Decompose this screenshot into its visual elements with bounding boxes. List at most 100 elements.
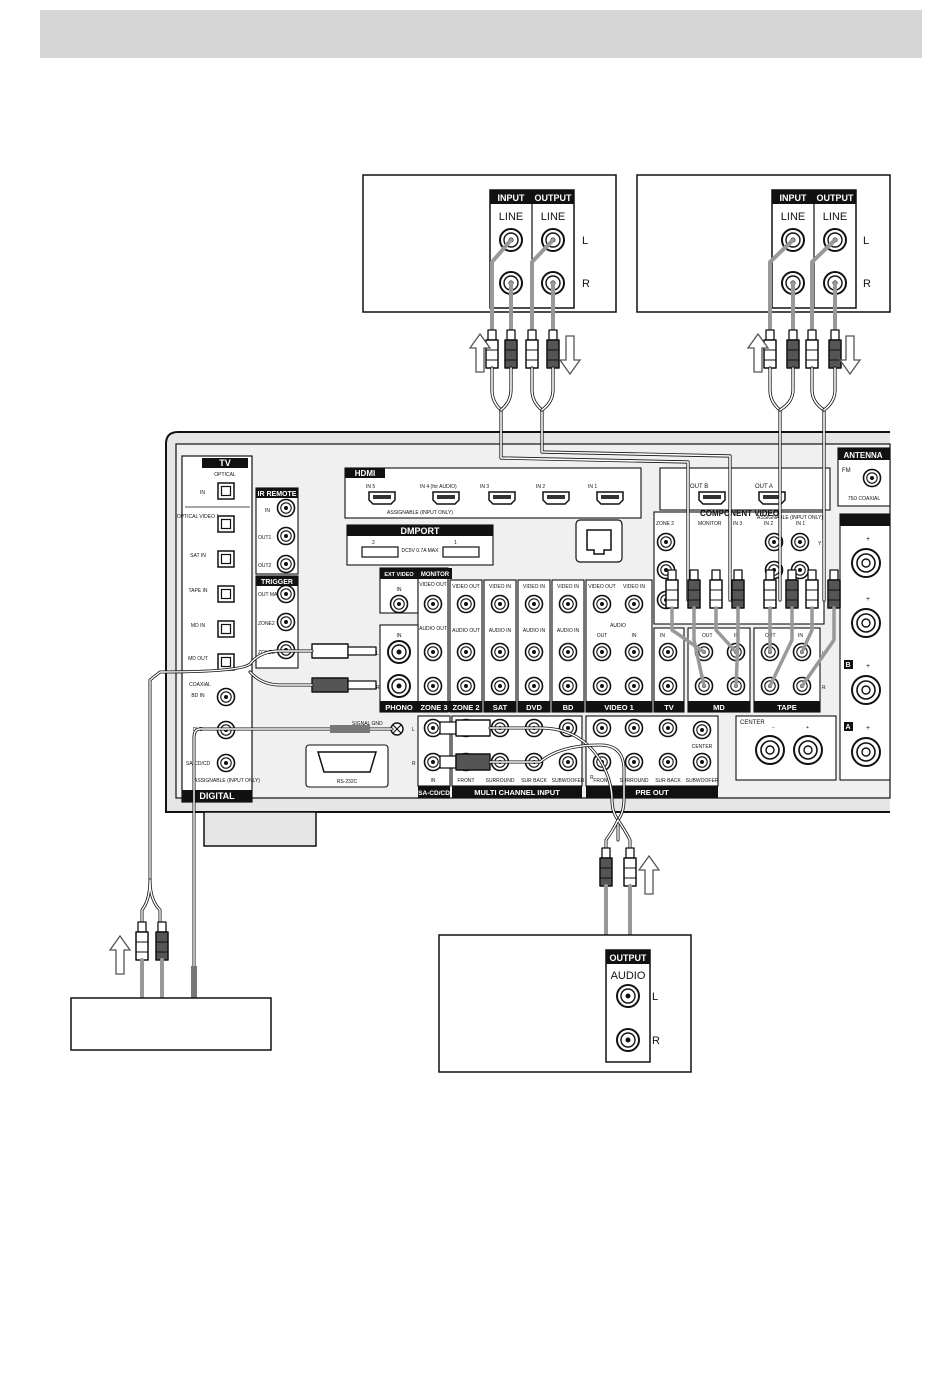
input-header: INPUT <box>498 193 526 203</box>
device-tape-deck-1: INPUT OUTPUT LINE LINE L R <box>362 174 617 313</box>
monitor-audio-out-r-jack[interactable] <box>423 676 443 696</box>
comp-jack[interactable] <box>790 532 810 552</box>
sacd-audio-label: AUDIO <box>611 970 646 982</box>
hdmi-in3-port[interactable] <box>488 491 516 505</box>
trigger-main-jack[interactable] <box>276 584 296 604</box>
tv-audio-r-jack[interactable] <box>658 676 678 696</box>
ir-out2-jack[interactable] <box>276 554 296 574</box>
zone2-audio-l-jack[interactable] <box>456 642 476 662</box>
output-header: OUTPUT <box>817 193 855 203</box>
hdmi-out-b-port[interactable] <box>698 491 726 505</box>
tape-in-audio-label: IN <box>798 633 803 639</box>
sat-video-in-jack[interactable] <box>490 594 510 614</box>
speaker-a-label: A <box>845 724 850 731</box>
preout-surback-l-jack[interactable] <box>658 718 678 738</box>
mc-surback-label: SUR BACK <box>521 778 547 784</box>
phono-in-l-jack[interactable] <box>387 640 411 664</box>
center-minus-terminal[interactable] <box>755 735 785 765</box>
zone3-r-jack[interactable] <box>423 752 443 772</box>
video1-video-in-label: VIDEO IN <box>623 584 645 590</box>
center-plus-label: + <box>806 725 809 731</box>
zone2-video-out-jack[interactable] <box>456 594 476 614</box>
sat-label: SAT <box>493 703 508 712</box>
sacd-output-l-jack[interactable] <box>616 984 640 1008</box>
tv-optical-port[interactable] <box>217 482 235 500</box>
video1-label: VIDEO 1 <box>604 703 634 712</box>
video1-video-out-jack[interactable] <box>592 594 612 614</box>
digital-label: DIGITAL <box>199 791 235 801</box>
video1-audio-out-r-jack[interactable] <box>592 676 612 696</box>
speaker-b-terminal[interactable] <box>851 675 881 705</box>
sacd-coaxial-port[interactable] <box>216 753 236 773</box>
dvd-audio-r-jack[interactable] <box>524 676 544 696</box>
hdmi-in2-label: IN 2 <box>536 484 545 490</box>
video1-optical-port[interactable] <box>217 515 235 533</box>
sat-video-in-label: VIDEO IN <box>489 584 511 590</box>
video1-audio-out-l-jack[interactable] <box>592 642 612 662</box>
hdmi-in5-port[interactable] <box>368 491 396 505</box>
preout-surround-r-jack[interactable] <box>624 752 644 772</box>
bd-audio-r-jack[interactable] <box>558 676 578 696</box>
video1-audio-in-l-jack[interactable] <box>624 642 644 662</box>
tape-optical-port[interactable] <box>217 585 235 603</box>
arrow-down-icon <box>558 335 582 376</box>
sat-optical-port[interactable] <box>217 550 235 568</box>
speaker-terminal[interactable] <box>851 608 881 638</box>
sacd-cd-label: SA-CD/CD <box>186 761 211 767</box>
zone2-audio-r-jack[interactable] <box>456 676 476 696</box>
ir-in-jack[interactable] <box>276 498 296 518</box>
dvd-audio-in-label: AUDIO IN <box>523 628 546 634</box>
pre-out-label: PRE OUT <box>635 788 669 797</box>
fm-antenna-jack[interactable] <box>862 468 882 488</box>
rs232c-port[interactable] <box>316 751 378 773</box>
sacd-r-label: R <box>652 1035 660 1047</box>
video1-video-in-jack[interactable] <box>624 594 644 614</box>
monitor-audio-out-l-jack[interactable] <box>423 642 443 662</box>
dvd-video-in-jack[interactable] <box>524 594 544 614</box>
monitor-video-out-jack[interactable] <box>423 594 443 614</box>
center-minus-label: − <box>772 725 775 731</box>
ext-video-in-jack[interactable] <box>389 594 409 614</box>
signal-gnd-label: SIGNAL GND <box>352 721 383 727</box>
center-plus-terminal[interactable] <box>793 735 823 765</box>
preout-surround-l-jack[interactable] <box>624 718 644 738</box>
hdmi-in4-port[interactable] <box>432 491 460 505</box>
lan-port[interactable] <box>575 519 623 563</box>
sacd-output-header: OUTPUT <box>610 953 648 963</box>
plug-white <box>485 329 499 369</box>
sat-audio-r-jack[interactable] <box>490 676 510 696</box>
video1-audio-in-r-jack[interactable] <box>624 676 644 696</box>
zone3-l-jack[interactable] <box>423 718 443 738</box>
monitor-audio-out-label: AUDIO OUT <box>419 626 447 632</box>
preout-front-l-jack[interactable] <box>592 718 612 738</box>
trigger-zone2-jack[interactable] <box>276 612 296 632</box>
bd-coaxial-port[interactable] <box>216 687 236 707</box>
video1-video-out-label: VIDEO OUT <box>588 584 616 590</box>
dmport-1-socket[interactable] <box>442 546 480 558</box>
trigger-zone2-label: ZONE2 <box>258 621 275 627</box>
dmport-2-socket[interactable] <box>361 546 399 558</box>
md-optical-in-port[interactable] <box>217 620 235 638</box>
phono-in-r-jack[interactable] <box>387 674 411 698</box>
mc-subwoofer-jack[interactable] <box>558 752 578 772</box>
speaker-terminal[interactable] <box>851 548 881 578</box>
preout-surback-r-jack[interactable] <box>658 752 678 772</box>
preout-subwoofer-jack[interactable] <box>692 752 712 772</box>
sat-audio-l-jack[interactable] <box>490 642 510 662</box>
hdmi-in2-port[interactable] <box>542 491 570 505</box>
speaker-a-terminal[interactable] <box>851 737 881 767</box>
ir-out1-jack[interactable] <box>276 526 296 546</box>
mc-front-label: FRONT <box>457 778 474 784</box>
preout-center-jack[interactable] <box>692 720 712 740</box>
digital-assignable-label: ASSIGNABLE (INPUT ONLY) <box>194 778 260 784</box>
hdmi-in1-port[interactable] <box>596 491 624 505</box>
tv-audio-l-jack[interactable] <box>658 642 678 662</box>
sacd-output-r-jack[interactable] <box>616 1028 640 1052</box>
comp-jack[interactable] <box>656 532 676 552</box>
md-in-label: MD IN <box>191 623 206 629</box>
preout-r-label: R <box>590 775 594 781</box>
cable-tape-deck-1 <box>485 238 732 602</box>
dvd-audio-l-jack[interactable] <box>524 642 544 662</box>
bd-video-in-jack[interactable] <box>558 594 578 614</box>
bd-audio-l-jack[interactable] <box>558 642 578 662</box>
